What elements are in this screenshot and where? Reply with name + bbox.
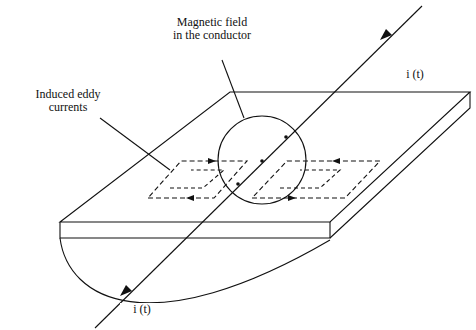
magnetic-field-circle [218,116,306,204]
eddy-current-loop [252,161,380,198]
eddy-arrowhead [208,158,216,164]
eddy-current-path [280,170,340,188]
field-dot [284,135,288,139]
current-wire [95,6,422,328]
eddy-arrowhead [186,195,194,201]
field-dot [236,182,240,186]
current-arrowhead [380,29,392,40]
leader-line [222,60,244,118]
current-arrowhead [120,285,132,296]
eddy-current-path [170,170,224,188]
conductor-top-face [60,92,470,222]
current-label: i (t) [120,303,164,316]
conductor-underside [60,238,330,303]
eddy-arrowhead [288,195,296,201]
eddy-arrowhead [332,158,340,164]
field-dot [260,159,264,163]
leader-line [100,118,170,170]
callout-label: Magnetic field in the conductor [172,16,252,42]
current-label: i (t) [393,68,437,81]
callout-label: Induced eddy currents [22,88,114,114]
